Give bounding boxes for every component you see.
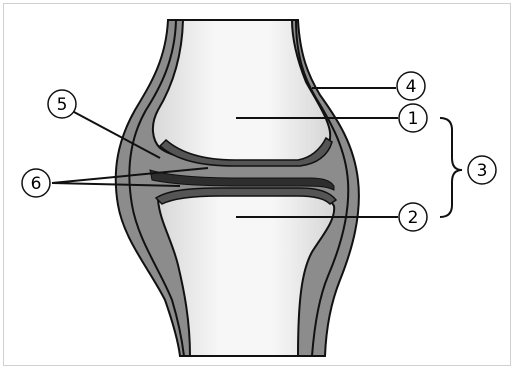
label-5: 5 xyxy=(48,90,76,118)
bracket-3 xyxy=(440,118,462,217)
label-2-text: 2 xyxy=(408,208,419,228)
label-3: 3 xyxy=(468,156,496,184)
label-5-text: 5 xyxy=(57,95,68,115)
label-1-text: 1 xyxy=(408,109,419,129)
label-1: 1 xyxy=(399,104,427,132)
label-6: 6 xyxy=(22,169,50,197)
label-2: 2 xyxy=(399,203,427,231)
label-4: 4 xyxy=(397,72,425,100)
label-6-text: 6 xyxy=(31,174,42,194)
label-3-text: 3 xyxy=(477,161,488,181)
label-4-text: 4 xyxy=(406,77,417,97)
